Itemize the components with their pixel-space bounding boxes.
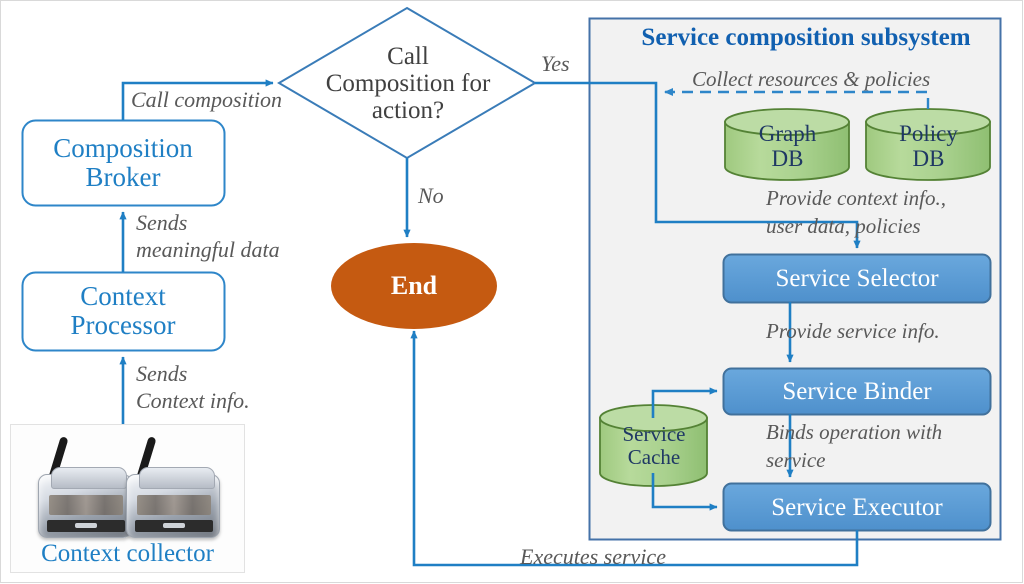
graph-db-line2: DB: [771, 146, 804, 171]
edge-executes-service: [410, 330, 859, 567]
decision-line1: Call: [387, 42, 429, 70]
sensor-body: [126, 467, 220, 538]
service-cache-label: Service Cache: [601, 415, 707, 477]
service-cache-line2: Cache: [627, 445, 681, 469]
edge-label-no: No: [418, 183, 444, 208]
edge-yes-to-service-selector: [535, 81, 861, 249]
edge-label-binds-operation-1: Binds operation with: [766, 420, 943, 444]
policy-db-label: Policy DB: [867, 118, 990, 176]
edge-cache-to-executor: [651, 473, 718, 511]
context-collector-illustration: Context collector: [10, 424, 245, 573]
edge-label-call-composition: Call composition: [131, 87, 282, 112]
context-processor-shape: [21, 271, 226, 352]
service-cache-line1: Service: [622, 422, 686, 447]
context-processor-label: Context Processor: [22, 276, 224, 346]
service-selector-shape: [722, 253, 992, 304]
edge-label-binds-operation-2: service: [766, 448, 826, 472]
decision-line2: Composition for: [325, 69, 491, 97]
service-executor-label: Service Executor: [771, 493, 943, 521]
composition-broker-label: Composition Broker: [22, 126, 224, 200]
service-selector-label: Service Selector: [775, 265, 939, 292]
policy-db-shape: [865, 108, 991, 181]
sensor-body: [38, 467, 132, 538]
edge-label-provide-context-1: Provide context info.,: [766, 186, 946, 210]
edge-label-sends-context-1: Sends: [136, 361, 188, 386]
panel-title: Service composition subsystem: [641, 24, 971, 51]
edge-label-provide-service-info: Provide service info.: [766, 319, 940, 343]
edge-label-provide-context-2: user data, policies: [766, 214, 921, 238]
graph-db-label: Graph DB: [726, 118, 849, 176]
sensor-ports: [49, 495, 123, 515]
policy-db-line1: Policy: [899, 121, 958, 147]
edge-label-executes-service: Executes service: [520, 544, 666, 569]
composition-broker-line2: Broker: [85, 162, 161, 192]
context-processor-line2: Processor: [70, 310, 176, 340]
sensor-top-cover: [51, 467, 127, 489]
end-ellipse-shape: [331, 243, 497, 329]
sensor-top-cover: [139, 467, 215, 489]
decision-line3: action?: [371, 96, 445, 124]
sensor-ports: [137, 495, 211, 515]
edge-collect-resources-policies: [664, 88, 930, 109]
decision-label: Call Composition for action?: [297, 22, 519, 144]
end-label: End: [390, 270, 438, 300]
service-binder-label: Service Binder: [782, 378, 932, 405]
edge-call-composition: [121, 79, 274, 120]
sensor-label-strip: [135, 520, 213, 532]
edge-label-sends-context-2: Context info.: [136, 388, 250, 413]
graph-db-line1: Graph: [758, 121, 817, 147]
composition-broker-line1: Composition: [53, 132, 193, 163]
context-collector-caption: Context collector: [41, 540, 214, 567]
edge-label-yes: Yes: [541, 51, 570, 76]
composition-broker-shape: [21, 119, 226, 207]
edge-label-sends-meaningful-2: meaningful data: [136, 237, 280, 262]
sensor-label-strip: [47, 520, 125, 532]
policy-db-line2: DB: [912, 146, 945, 171]
context-processor-line1: Context: [80, 280, 166, 311]
service-binder-shape: [722, 367, 992, 416]
graph-db-shape: [724, 108, 850, 181]
edge-label-collect-resources: Collect resources & policies: [692, 67, 931, 91]
edge-label-sends-meaningful-1: Sends: [136, 210, 188, 235]
edge-cache-to-binder: [651, 387, 718, 418]
